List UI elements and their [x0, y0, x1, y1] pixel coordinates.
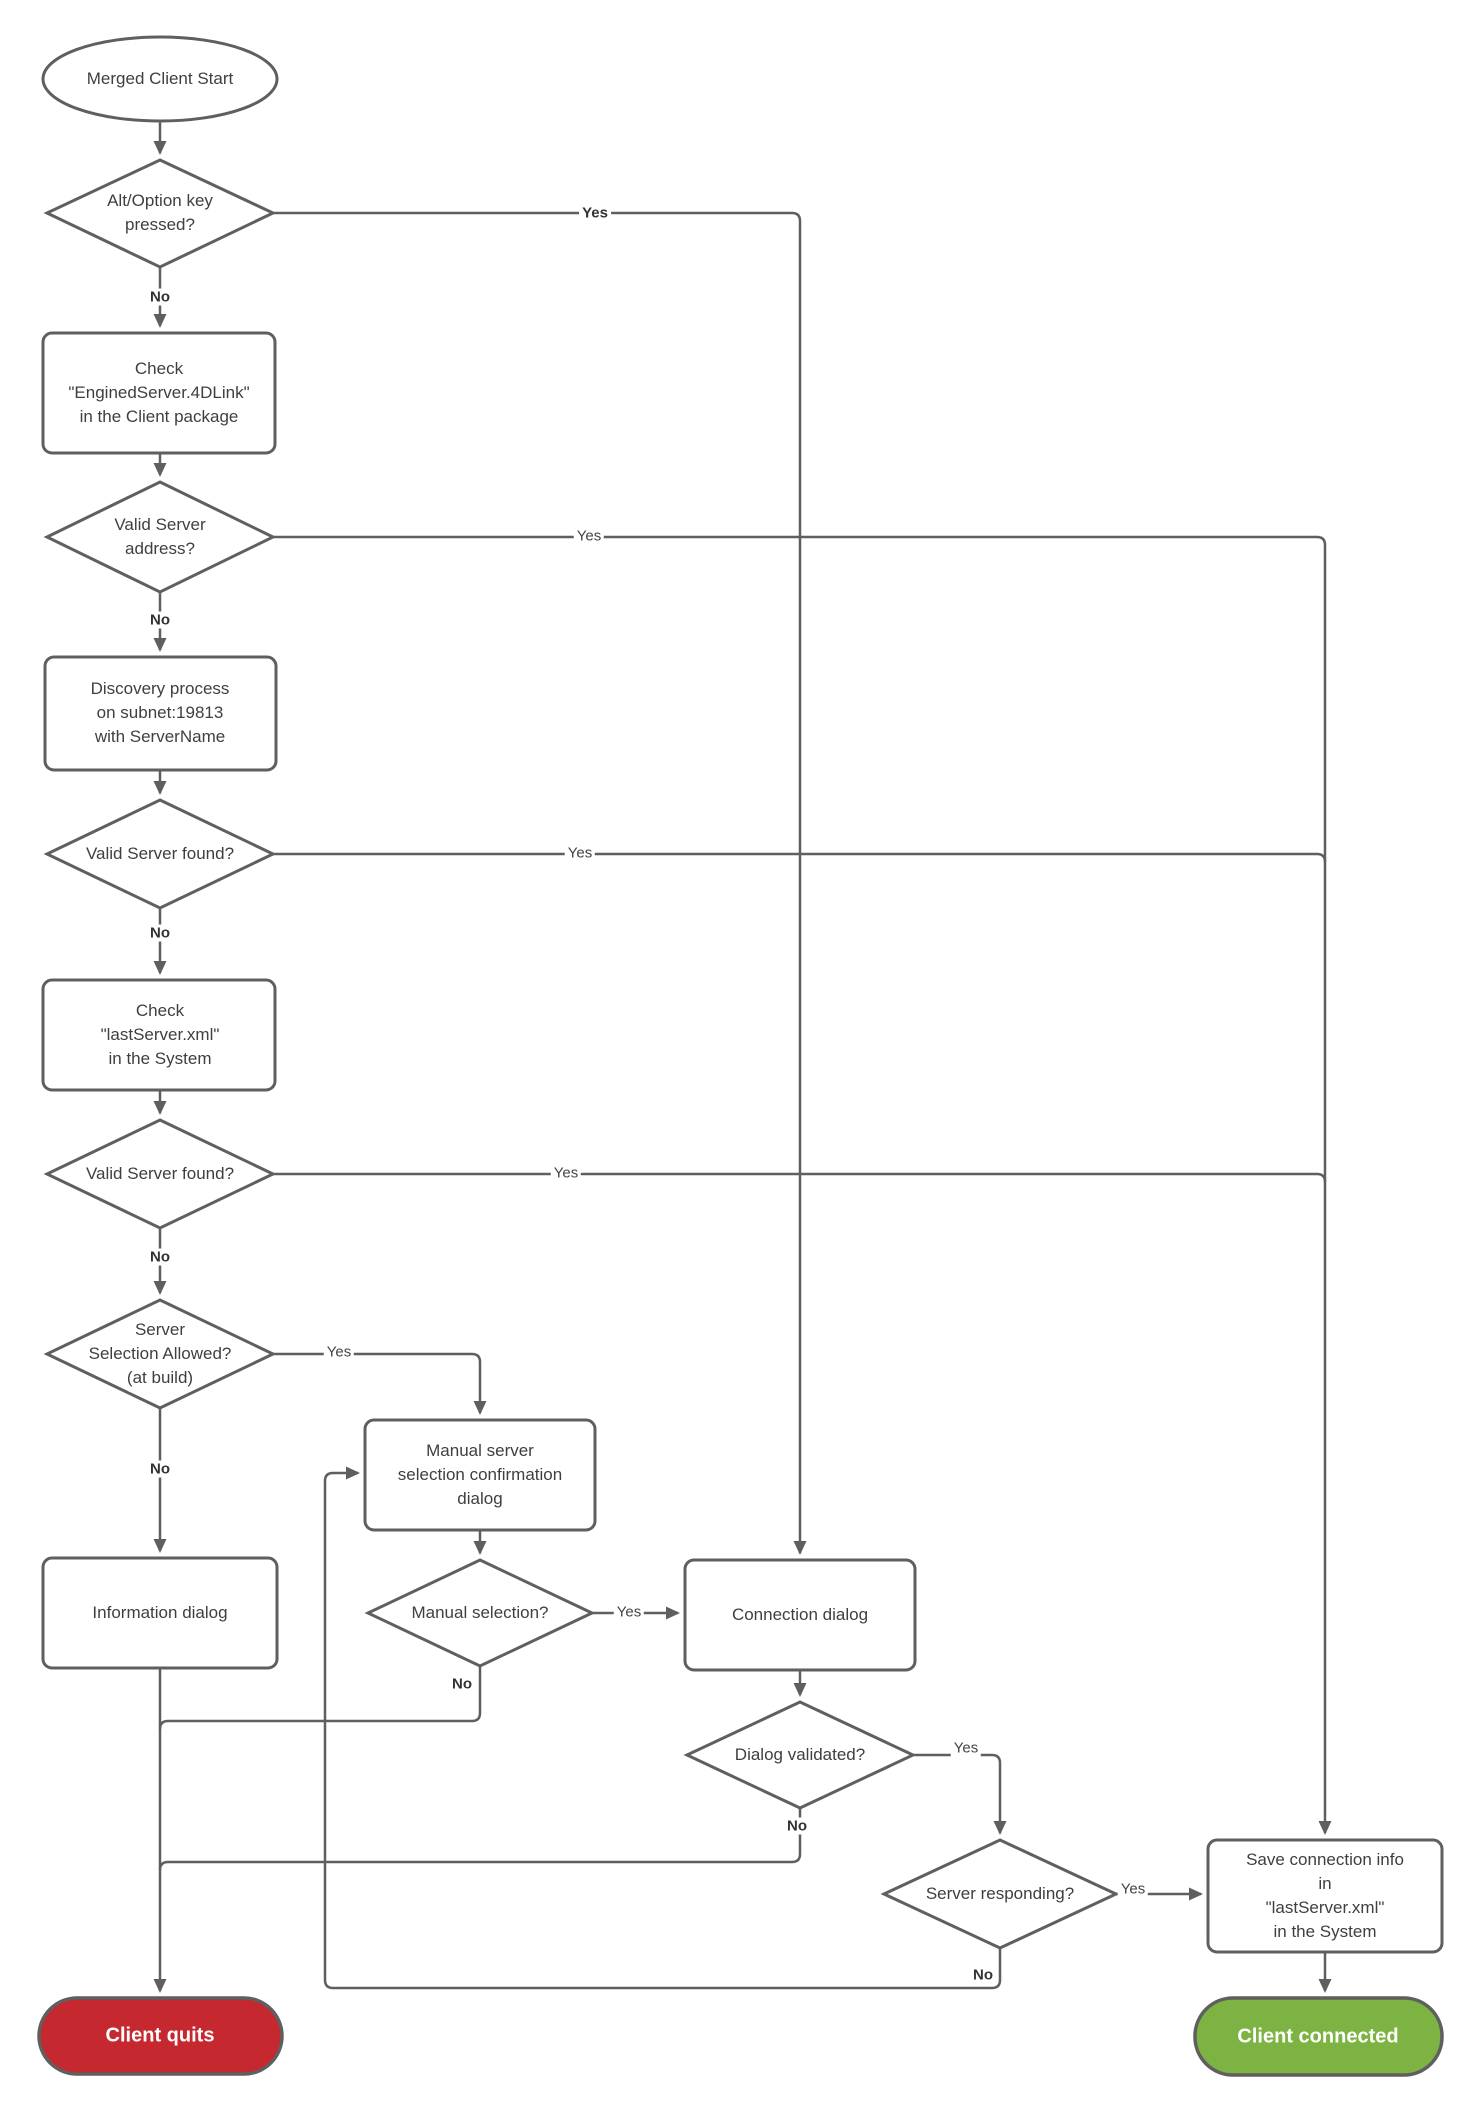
found1-no-label: No: [147, 924, 173, 942]
save-info-label: Save connection info in "lastServer.xml"…: [1246, 1850, 1404, 1941]
check-engined-label: Check "EnginedServer.4DLink" in the Clie…: [68, 359, 250, 426]
nodes: [37, 35, 1444, 2077]
server-responding-no-label: No: [970, 1966, 996, 1984]
found2-yes-label: Yes: [550, 1164, 582, 1182]
edge-found1-yes: [273, 852, 1327, 863]
server-responding-label: Server responding?: [925, 1884, 1075, 1903]
edges: [153, 121, 1332, 1993]
client-connected-terminal: [1193, 1996, 1444, 2077]
check-engined-box: [41, 331, 277, 455]
client-connected-label: Client connected: [1237, 2025, 1399, 2048]
edge-validated-no: [158, 1808, 802, 1871]
discovery-label: Discovery process on subnet:19813 with S…: [90, 679, 230, 746]
connection-dialog-label: Connection dialog: [731, 1605, 869, 1624]
start-label: Merged Client Start: [86, 69, 234, 88]
dialog-validated-yes-label: Yes: [950, 1739, 982, 1757]
validaddress-diamond: [43, 480, 277, 594]
save-info-box: [1206, 1838, 1444, 1954]
selection-allowed-yes-label: Yes: [323, 1343, 355, 1361]
start-node: [41, 35, 279, 123]
dialog-validated-label: Dialog validated?: [734, 1745, 866, 1764]
server-responding-diamond: [880, 1838, 1120, 1950]
edge-altoption-yes: [273, 211, 807, 1555]
information-dialog-label: Information dialog: [92, 1603, 228, 1622]
validaddress-label: Valid Server address?: [114, 515, 206, 558]
altoption-diamond: [43, 158, 277, 269]
discovery-box: [43, 655, 278, 772]
client-quits-terminal: [37, 1996, 284, 2076]
check-lastserver-box: [41, 978, 277, 1092]
check-lastserver-label: Check "lastServer.xml" in the System: [100, 1001, 220, 1068]
manual-selection-yes-label: Yes: [613, 1603, 645, 1621]
manual-dialog-box: [363, 1418, 597, 1532]
information-dialog-box: [41, 1556, 279, 1670]
altoption-no-label: No: [147, 288, 173, 306]
manual-selection-diamond: [364, 1558, 596, 1668]
edge-responding-no: [323, 1466, 1002, 1990]
selection-allowed-diamond: [43, 1298, 277, 1410]
validaddress-no-label: No: [147, 611, 173, 629]
found2-diamond: [43, 1118, 277, 1230]
edge-validated-yes: [913, 1753, 1007, 1835]
edge-selectionallowed-yes: [273, 1352, 487, 1415]
found1-label: Valid Server found?: [85, 844, 235, 863]
manual-selection-label: Manual selection?: [411, 1603, 549, 1622]
edge-manualselection-no: [158, 1666, 482, 1730]
manual-selection-no-label: No: [449, 1675, 475, 1693]
altoption-yes-label: Yes: [579, 204, 611, 222]
found1-diamond: [43, 798, 277, 910]
dialog-validated-no-label: No: [784, 1817, 810, 1835]
client-quits-label: Client quits: [105, 2024, 215, 2047]
found2-label: Valid Server found?: [85, 1164, 235, 1183]
altoption-label: Alt/Option key pressed?: [107, 191, 213, 234]
server-responding-yes-label: Yes: [1117, 1880, 1149, 1898]
dialog-validated-diamond: [683, 1700, 917, 1810]
edge-validaddress-yes: [273, 535, 1332, 1835]
found1-yes-label: Yes: [564, 844, 596, 862]
manual-dialog-label: Manual server selection confirmation dia…: [397, 1441, 563, 1508]
validaddress-yes-label: Yes: [573, 527, 605, 545]
connection-dialog-box: [683, 1558, 917, 1672]
found2-no-label: No: [147, 1248, 173, 1266]
selection-allowed-label: Server Selection Allowed? (at build): [88, 1320, 232, 1387]
edge-found2-yes: [273, 1172, 1327, 1183]
selection-allowed-no-label: No: [147, 1460, 173, 1478]
